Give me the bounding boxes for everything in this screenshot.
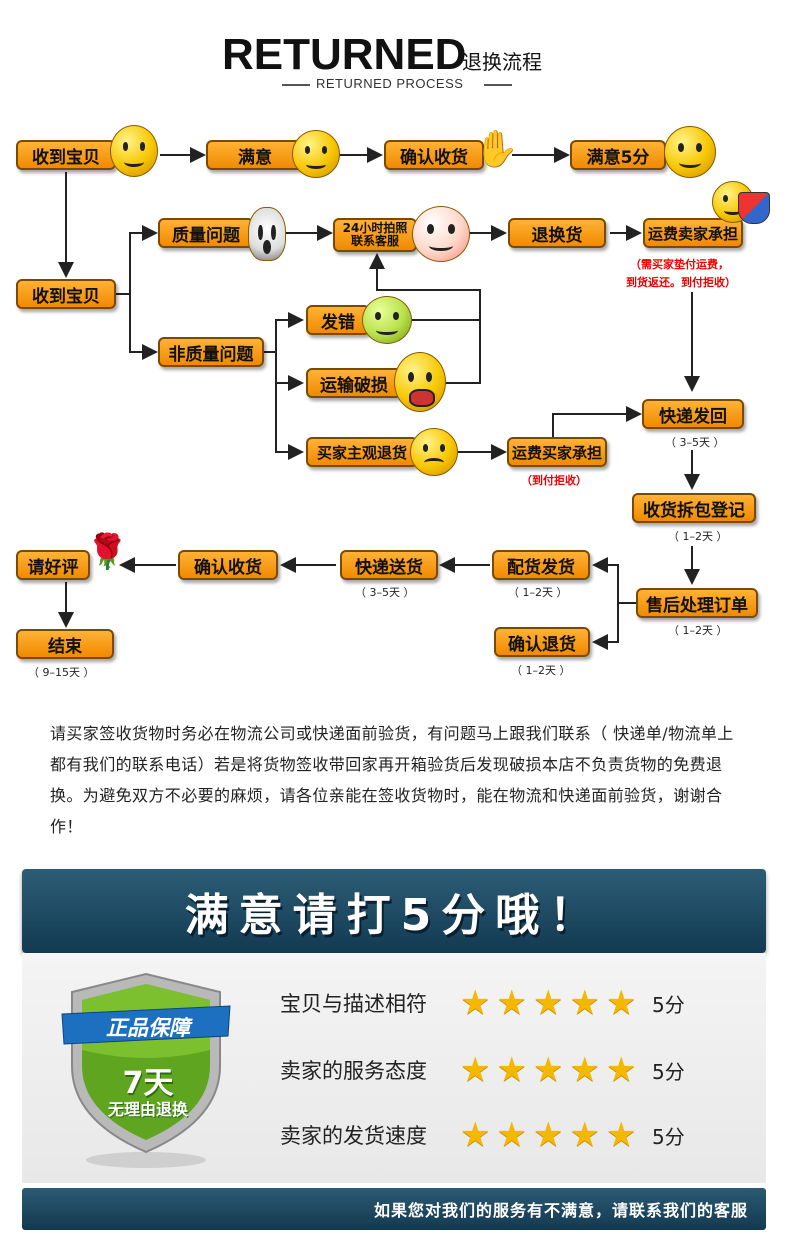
rating-label: 宝贝与描述相符 [280,992,427,1016]
star-icon: ★ [496,1050,527,1090]
page-title: RETURNED [222,30,467,79]
security-shield-icon [738,192,770,224]
box-shipping-damage: 运输破损 [306,368,402,398]
rate-banner-text: 满意请打5分哦！ [184,890,604,941]
shield-text: 无理由退换 [107,1100,188,1119]
star-icon: ★ [569,1050,600,1090]
box-receive-item-2: 收到宝贝 [16,279,116,309]
box-wrong-item: 发错 [306,305,370,335]
box-non-quality-issue: 非质量问题 [158,337,264,367]
express-delivery-days: （ 3–5天 ） [355,586,415,599]
rating-value: 5分 [652,1124,685,1149]
star-icon: ★ [605,983,637,1023]
star-icon: ★ [605,1115,637,1155]
star-icon: ★ [532,1115,564,1155]
rating-row-description: 宝贝与描述相符 ★★★★★ 5分 [280,983,685,1023]
star-icon: ★ [460,1050,491,1090]
rating-value: 5分 [652,1059,685,1084]
box-express-delivery: 快递送货 [340,550,438,580]
rate-banner: 满意请打5分哦！ [22,869,766,953]
box-express-return: 快递发回 [642,399,744,429]
box-buyer-subjective-return: 买家主观退货 [306,437,418,467]
grin-face-icon [292,130,340,178]
confirm-return-days: （ 1–2天 ） [511,664,571,677]
title-divider-left [282,84,310,86]
happy-face-icon [110,125,158,177]
box-confirm-receipt-top: 确认收货 [384,140,484,170]
star-rating: ★★★★★ [460,1118,646,1152]
girl-face-icon [412,206,470,262]
star-icon: ★ [496,983,527,1023]
box-buyer-pays-shipping: 运费买家承担 [507,437,607,467]
rating-value: 5分 [652,992,685,1017]
sick-face-icon [362,296,412,344]
box-confirm-receipt-bottom: 确认收货 [178,550,278,580]
shield-ribbon-text: 正品保障 [106,1016,190,1040]
after-sales-order-days: （ 1–2天 ） [668,624,728,637]
star-rating: ★★★★★ [460,986,646,1020]
rating-label: 卖家的服务态度 [280,1059,427,1083]
express-return-days: （ 3–5天 ） [665,436,725,449]
cool-face-icon [664,126,716,178]
box-unpack-register: 收货拆包登记 [632,493,756,523]
star-icon: ★ [569,1115,600,1155]
seller-pays-note-1: （需买家垫付运费， [630,258,729,271]
box-receive-item-1: 收到宝贝 [16,140,116,170]
rating-row-service: 卖家的服务态度 ★★★★★ 5分 [280,1050,685,1090]
star-icon: ★ [460,983,491,1023]
box-return-exchange: 退换货 [508,218,606,248]
box-satisfied: 满意 [206,140,304,170]
guarantee-shield-icon: 正品保障 7天 无理由退换 [58,970,234,1170]
flow-connectors [58,147,700,650]
contact-banner-text: 如果您对我们的服务有不满意，请联系我们的客服 [373,1201,748,1220]
box-finish: 结束 [16,629,114,659]
star-icon: ★ [496,1115,527,1155]
seller-pays-note-2: 到货返还。到付拒收） [626,276,736,289]
allocate-ship-days: （ 1–2天 ） [508,586,568,599]
inspection-notice: 请买家签收货物时务必在物流公司或快递面前验货，有问题马上跟我们联系（ 快递单/物… [50,724,734,836]
page-title-cn: 退换流程 [462,50,542,74]
buyer-pays-note: （到付拒收） [521,474,587,487]
box-24h-service: 24小时拍照 联系客服 [333,218,417,252]
box-allocate-ship: 配货发货 [492,550,590,580]
box-good-review: 请好评 [16,550,90,580]
box-satisfied-5: 满意5分 [570,140,666,170]
star-icon: ★ [532,1050,564,1090]
rating-row-shipping: 卖家的发货速度 ★★★★★ 5分 [280,1115,685,1155]
scream-mask-icon [248,207,286,261]
rose-icon: 🌹 [86,532,129,572]
unpack-register-days: （ 1–2天 ） [668,530,728,543]
title-divider-right [484,84,512,86]
contact-banner: 如果您对我们的服务有不满意，请联系我们的客服 [22,1188,766,1230]
star-icon: ★ [569,983,600,1023]
box-seller-pays-shipping: 运费卖家承担 [643,218,743,248]
star-icon: ★ [605,1050,637,1090]
shocked-face-icon [394,352,446,412]
star-icon: ★ [460,1115,491,1155]
box-quality-issue: 质量问题 [158,218,254,248]
shield-days: 7天 [122,1066,174,1101]
box-after-sales-order: 售后处理订单 [636,588,758,618]
rating-label: 卖家的发货速度 [280,1124,427,1148]
finish-days: （ 9–15天 ） [28,666,95,679]
angry-face-icon [410,428,458,476]
box-confirm-return: 确认退货 [494,627,590,657]
page-subtitle: RETURNED PROCESS [316,76,464,91]
ok-hand-icon: ✋ [474,129,519,170]
star-icon: ★ [532,983,564,1023]
star-rating: ★★★★★ [460,1053,646,1087]
